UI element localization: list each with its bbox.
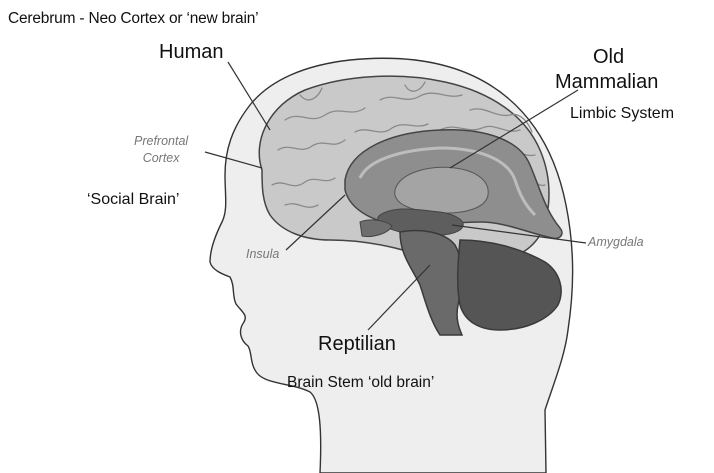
human-label: Human xyxy=(159,41,223,64)
limbic-system-label: Limbic System xyxy=(570,105,674,123)
thalamus xyxy=(395,167,488,213)
social-brain-label: ‘Social Brain’ xyxy=(87,191,179,209)
brain-stem-label: Brain Stem ‘old brain’ xyxy=(287,374,434,392)
cortex-word: Cortex xyxy=(134,150,188,167)
mammalian-label: Mammalian xyxy=(555,71,658,94)
prefrontal-word: Prefrontal xyxy=(134,133,188,150)
neo-cortex-title-label: Cerebrum - Neo Cortex or ‘new brain’ xyxy=(8,10,258,28)
amygdala-label: Amygdala xyxy=(588,235,644,249)
insula-label: Insula xyxy=(246,247,279,261)
old-label: Old xyxy=(593,46,624,69)
reptilian-label: Reptilian xyxy=(318,333,396,356)
prefrontal-cortex-label: Prefrontal Cortex xyxy=(134,133,188,167)
